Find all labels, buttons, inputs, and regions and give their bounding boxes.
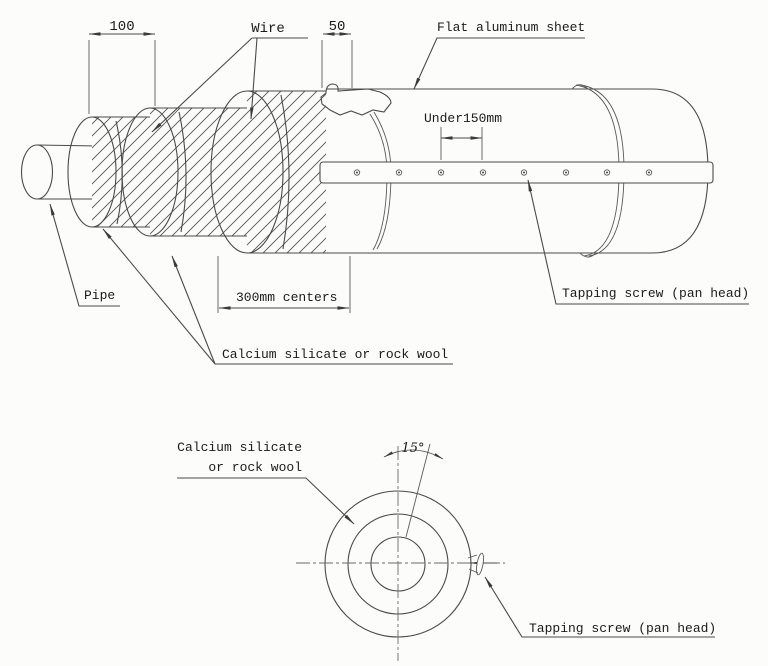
dim-screw-spacing: Under150mm — [424, 111, 502, 160]
insulation-layer-3 — [210, 90, 330, 254]
leader-insulation-top-line-1 — [102, 228, 216, 365]
flat-aluminum-sheet-label: Flat aluminum sheet — [437, 20, 585, 35]
pipe-cylinder — [20, 144, 99, 200]
insulation-label-top: Calcium silicate or rock wool — [222, 347, 448, 362]
cross-section-figure: 15° Calcium silicate or rock wool Tappin… — [177, 440, 716, 661]
pipe-label: Pipe — [84, 288, 115, 303]
leader-pipe: Pipe — [49, 203, 120, 307]
leader-sheet: Flat aluminum sheet — [413, 20, 585, 90]
leader-insulation-top: Calcium silicate or rock wool — [102, 228, 453, 365]
insulation-layer-2 — [121, 107, 247, 237]
leader-wire-line-2 — [250, 37, 258, 120]
dim-100: 100 — [88, 19, 156, 114]
leader-tapping-screw-bottom: Tapping screw (pan head) — [484, 576, 716, 638]
insulation-label-cross-line2: or rock wool — [208, 460, 302, 475]
insulation-layer-2-body — [150, 108, 247, 236]
screw-spacing-label: Under150mm — [424, 111, 502, 126]
dim-100-label: 100 — [109, 19, 134, 35]
screw-row — [353, 169, 653, 176]
leader-sheet-line — [413, 37, 585, 90]
insulation-layer-1-end-ellipse — [67, 116, 117, 228]
angle-callout: 15° — [383, 441, 444, 538]
wire-arc-3 — [280, 94, 290, 250]
screw-hole — [479, 169, 487, 176]
leader-wire-line-1 — [151, 37, 253, 133]
angle-label: 15° — [401, 441, 424, 456]
dim-100-extensions — [88, 40, 156, 114]
insulation-layer-1 — [67, 116, 150, 228]
leader-wire: Wire — [151, 21, 308, 133]
leader-tapping-screw-bottom-line — [484, 576, 715, 638]
angle-arc — [383, 449, 444, 460]
dim-50-extensions — [321, 40, 353, 88]
pipe-end-ellipse — [20, 144, 54, 200]
insulation-layer-3-end-ellipse — [210, 90, 284, 254]
screw-hole — [395, 169, 403, 176]
screw-hole — [437, 169, 445, 176]
screw-head — [476, 552, 484, 576]
top-view-figure: 100 50 Under150mm 300mm centers Wire — [20, 19, 749, 365]
lap-strip-plate — [319, 161, 714, 184]
leader-tapping-screw-top-line — [527, 179, 749, 305]
tapping-screw-label-top: Tapping screw (pan head) — [562, 286, 749, 301]
wire-arc-2 — [178, 111, 187, 233]
lap-strip — [319, 161, 714, 184]
screw-hole — [645, 169, 653, 176]
dim-50: 50 — [321, 19, 353, 88]
leader-pipe-line — [49, 203, 120, 307]
screw-hole — [562, 169, 570, 176]
tapping-screw-label-bottom: Tapping screw (pan head) — [529, 621, 716, 636]
wire-spacing-label: 300mm centers — [236, 290, 337, 305]
screw-detail — [467, 552, 497, 576]
wire-twist-patch — [320, 83, 392, 116]
sheet-seam-lap — [571, 84, 597, 258]
insulation-layer-1-edges — [92, 116, 150, 228]
dim-wire-spacing-extensions — [217, 256, 351, 313]
screw-hole — [603, 169, 611, 176]
leader-insulation-top-line-2 — [171, 255, 216, 365]
insulation-label-cross-line1: Calcium silicate — [177, 440, 302, 455]
screw-hole — [353, 169, 361, 176]
wire-label: Wire — [251, 21, 285, 37]
leader-insulation-cross: Calcium silicate or rock wool — [177, 440, 355, 525]
screw-shank — [467, 554, 479, 574]
insulation-layer-1-body — [92, 117, 150, 227]
dim-50-label: 50 — [329, 19, 346, 35]
leader-insulation-cross-line — [177, 477, 355, 525]
dim-wire-spacing: 300mm centers — [217, 256, 351, 313]
angle-line — [405, 443, 431, 538]
pipe-edges — [36, 144, 99, 200]
insulation-layer-2-end-ellipse — [121, 107, 179, 237]
dim-screw-spacing-extensions — [440, 127, 483, 160]
insulation-layer-2-edges — [150, 107, 247, 237]
leader-tapping-screw-top: Tapping screw (pan head) — [527, 179, 749, 305]
screw-hole — [520, 169, 528, 176]
